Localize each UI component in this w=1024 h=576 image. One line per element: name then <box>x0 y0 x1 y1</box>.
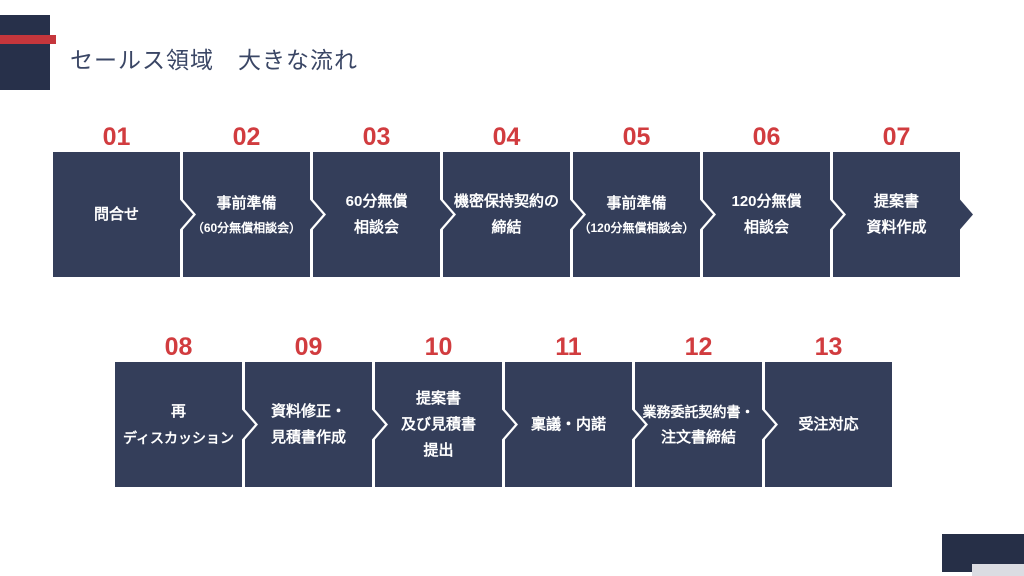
decor-top-left-square <box>0 15 50 90</box>
step-label-line: 120分無償 <box>731 192 802 210</box>
flow-step-11: 11 稟議・内諾 <box>505 335 645 487</box>
step-label-line: 締結 <box>491 218 522 236</box>
step-label-line: 相談会 <box>743 218 789 236</box>
flow-step-05: 05 事前準備 （120分無償相談会） <box>573 125 713 277</box>
step-box: 60分無償相談会 <box>313 152 453 277</box>
step-number: 04 <box>492 123 521 151</box>
page-title: セールス領域 大きな流れ <box>70 47 358 73</box>
flow-step-02: 02 事前準備 （60分無償相談会） <box>183 125 323 277</box>
step-box: 資料修正・見積書作成 <box>245 362 385 487</box>
step-box: 業務委託契約書・注文書締結 <box>635 362 775 487</box>
step-number: 03 <box>362 123 391 151</box>
step-number: 08 <box>164 333 193 361</box>
step-box: 事前準備 （60分無償相談会） <box>183 152 323 277</box>
step-label-line: （60分無償相談会） <box>191 220 302 235</box>
step-number: 10 <box>424 333 453 361</box>
step-box: 機密保持契約の締結 <box>443 152 583 277</box>
step-number: 13 <box>814 333 843 361</box>
step-box: 再ディスカッション <box>115 362 255 487</box>
step-box: 提案書資料作成 <box>833 152 973 277</box>
step-box: 受注対応 <box>765 362 892 487</box>
step-label-line: 事前準備 <box>606 194 667 212</box>
step-label-line: 稟議・内諾 <box>530 415 606 433</box>
step-number: 01 <box>102 123 131 151</box>
step-label-line: 見積書作成 <box>270 428 346 446</box>
flow-step-13: 13 受注対応 <box>765 335 892 487</box>
step-label-line: 注文書締結 <box>660 428 736 446</box>
step-label-line: 相談会 <box>353 218 399 236</box>
step-label-line: 機密保持契約の <box>453 192 559 210</box>
step-label-line: 提案書 <box>415 389 461 407</box>
flow-step-01: 01 問合せ <box>53 125 193 277</box>
step-box: 120分無償相談会 <box>703 152 843 277</box>
step-label-line: 提案書 <box>873 192 919 210</box>
step-number: 02 <box>232 123 261 151</box>
step-label-line: 提出 <box>423 441 454 459</box>
step-box: 稟議・内諾 <box>505 362 645 487</box>
step-number: 11 <box>555 333 582 361</box>
step-label-line: 資料作成 <box>866 218 927 236</box>
step-label-line: 60分無償 <box>345 192 408 210</box>
step-label-line: （120分無償相談会） <box>578 220 695 235</box>
step-label-line: 資料修正・ <box>270 402 346 420</box>
step-box: 提案書及び見積書提出 <box>375 362 515 487</box>
step-number: 06 <box>752 123 781 151</box>
step-number: 05 <box>622 123 651 151</box>
step-label-line: 事前準備 <box>216 194 277 212</box>
step-label-line: 受注対応 <box>798 415 859 433</box>
decor-bottom-right-gray <box>972 564 1024 576</box>
step-label-line: ディスカッション <box>122 429 235 446</box>
step-number: 12 <box>684 333 713 361</box>
step-box: 事前準備 （120分無償相談会） <box>573 152 713 277</box>
step-number: 09 <box>294 333 323 361</box>
step-number: 07 <box>882 123 911 151</box>
step-label-line: 再 <box>170 402 186 420</box>
step-box: 問合せ <box>53 152 193 277</box>
step-label-line: 及び見積書 <box>400 415 476 433</box>
step-label-line: 業務委託契約書・ <box>642 403 755 420</box>
decor-red-accent-bar <box>0 35 56 44</box>
step-label-line: 問合せ <box>93 205 139 223</box>
